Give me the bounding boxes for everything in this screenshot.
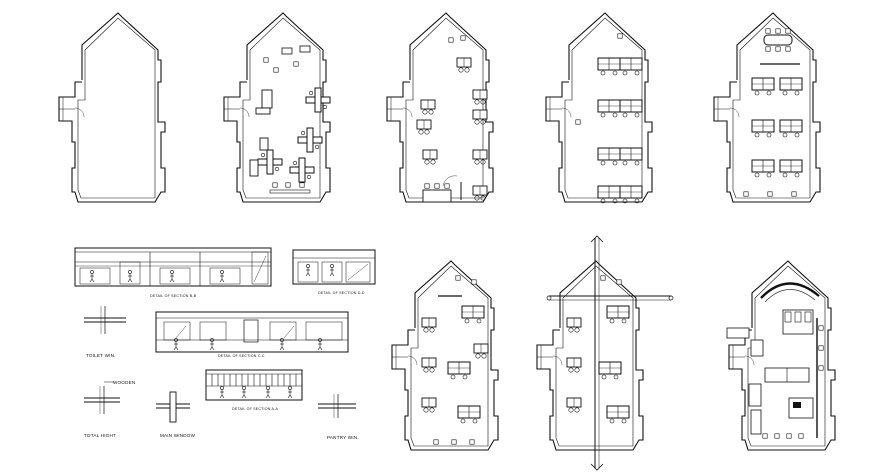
section-a-a-elevation: DETAIL OF SECTION A-A (205, 369, 303, 411)
total-height-label: TOTAL HIGHT (84, 433, 116, 438)
section-c-c-label: DETAIL OF SECTION C-C (218, 354, 265, 358)
section-c-c-elevation: DETAIL OF SECTION C-C (155, 311, 349, 358)
floor-plan-8 (726, 260, 836, 451)
pantry-window-detail: PANTRY WIN. (318, 394, 359, 440)
floor-plan-5 (713, 12, 821, 203)
section-b-b-label: DETAIL OF SECTION B-B (150, 294, 197, 298)
floor-plan-3 (386, 12, 494, 203)
wooden-tag-label: WOODEN (113, 380, 135, 385)
toilet-window-detail: TOILET WIN. (84, 306, 126, 358)
floor-plan-2 (223, 12, 331, 203)
floor-plan-6 (391, 260, 499, 451)
main-window-label: MAIN WINDOW (160, 433, 196, 438)
floor-plan-1 (58, 12, 166, 203)
floor-plan-4 (545, 12, 653, 204)
floor-plan-7 (536, 235, 674, 471)
main-window-detail: MAIN WINDOW (156, 391, 196, 438)
toilet-window-label: TOILET WIN. (86, 353, 116, 358)
section-b-b-elevation: DETAIL OF SECTION B-B (74, 247, 272, 298)
section-d-d-elevation: DETAIL OF SECTION D-D (292, 249, 376, 295)
section-d-d-label: DETAIL OF SECTION D-D (318, 291, 365, 295)
pantry-window-label: PANTRY WIN. (327, 435, 359, 440)
total-height-detail: WOODEN TOTAL HIGHT (84, 380, 135, 438)
section-a-a-label: DETAIL OF SECTION A-A (232, 407, 279, 411)
